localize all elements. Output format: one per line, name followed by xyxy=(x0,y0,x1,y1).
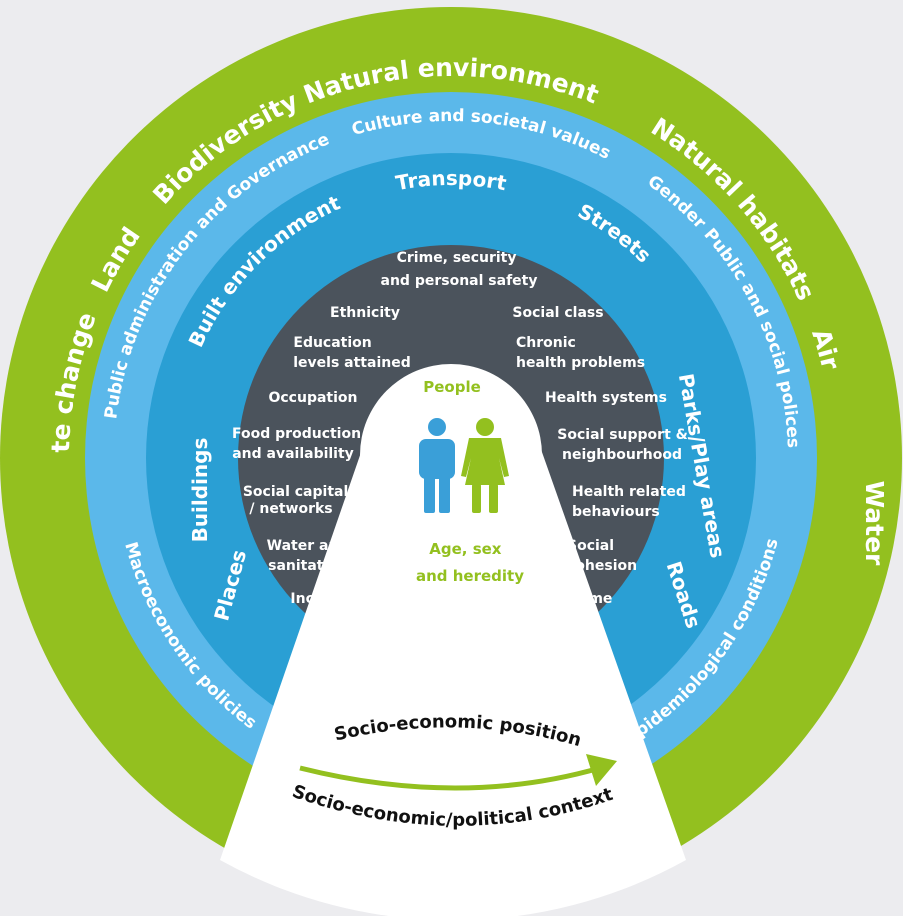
age-sex-heredity-label: Age, sex and heredity xyxy=(416,540,524,585)
inner-label-food: Food production and availability xyxy=(232,426,366,462)
inner-label-health-behaviours: Health related behaviours xyxy=(572,484,691,520)
people-label: People xyxy=(423,378,481,396)
inner-label-chronic-health: Chronic health problems xyxy=(516,335,645,371)
inner-label-social-cohesion: Social cohesion xyxy=(567,538,637,574)
inner-label-health-systems: Health systems xyxy=(545,390,667,406)
inner-label-water-sanitation: Water and sanitation xyxy=(267,538,354,574)
inner-label-social-capital: Social capital / networks xyxy=(243,484,353,517)
inner-label-occupation: Occupation xyxy=(268,390,357,406)
inner-label-social-class: Social class xyxy=(512,305,603,321)
inner-label-ethnicity: Ethnicity xyxy=(330,305,400,321)
inner-label-education: Education levels attained xyxy=(293,335,410,371)
female-person-icon xyxy=(461,418,509,513)
inner-label-crime: Crime, security and personal safety xyxy=(381,250,538,289)
inner-label-social-support: Social support & neighbourhood xyxy=(557,427,692,463)
inner-label-home: Home xyxy=(567,591,612,607)
male-person-icon xyxy=(419,418,455,513)
ring3-label-buildings: Buildings xyxy=(188,438,212,543)
context-wedge xyxy=(220,438,686,916)
arrow-right-icon xyxy=(299,765,601,791)
arrowhead-icon xyxy=(586,754,617,786)
inner-label-income: Income xyxy=(290,591,347,607)
outer-label-water: Water xyxy=(860,481,889,566)
